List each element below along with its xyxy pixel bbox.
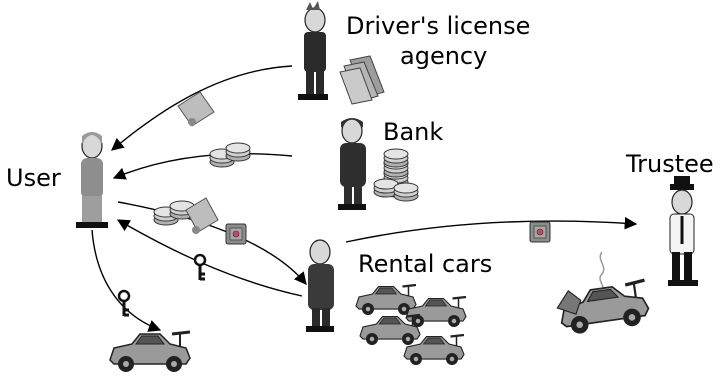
user-label: User bbox=[6, 164, 61, 192]
arrow-bank-to-user bbox=[112, 153, 293, 180]
key-icon bbox=[193, 253, 207, 282]
paper-stack-icon bbox=[339, 55, 385, 105]
rental-cars-label: Rental cars bbox=[358, 250, 493, 278]
trustee-person-icon bbox=[668, 176, 698, 286]
crashed-car-icon bbox=[555, 278, 653, 338]
car-icon bbox=[108, 330, 192, 374]
user-person-icon bbox=[76, 132, 108, 228]
drivers-license-agency-label-line1: Driver's license bbox=[346, 12, 531, 40]
drivers-license-agency-label-line2: agency bbox=[400, 42, 488, 70]
certificate-icon bbox=[177, 91, 215, 127]
arrow-user-to-rental bbox=[117, 201, 307, 285]
bank-label: Bank bbox=[383, 118, 444, 146]
arrow-license-to-user bbox=[111, 65, 293, 151]
coins-icon bbox=[209, 142, 251, 168]
coin-stack-icon bbox=[373, 148, 419, 202]
trustee-label: Trustee bbox=[626, 150, 714, 178]
certificate-icon bbox=[185, 197, 219, 234]
safe-icon bbox=[529, 221, 551, 243]
rental-person-icon bbox=[306, 239, 334, 332]
safe-icon bbox=[225, 223, 247, 245]
arrow-rental-to-trustee bbox=[345, 216, 638, 243]
flow-arrows bbox=[91, 65, 638, 332]
smoke-icon bbox=[599, 251, 605, 291]
car-icon bbox=[354, 283, 418, 317]
bank-person-icon bbox=[338, 118, 366, 210]
arrow-user-to-car bbox=[91, 229, 162, 332]
rental-cars-group bbox=[354, 283, 468, 367]
agency-person-icon bbox=[298, 1, 328, 100]
arrow-rental-to-user bbox=[116, 219, 303, 297]
